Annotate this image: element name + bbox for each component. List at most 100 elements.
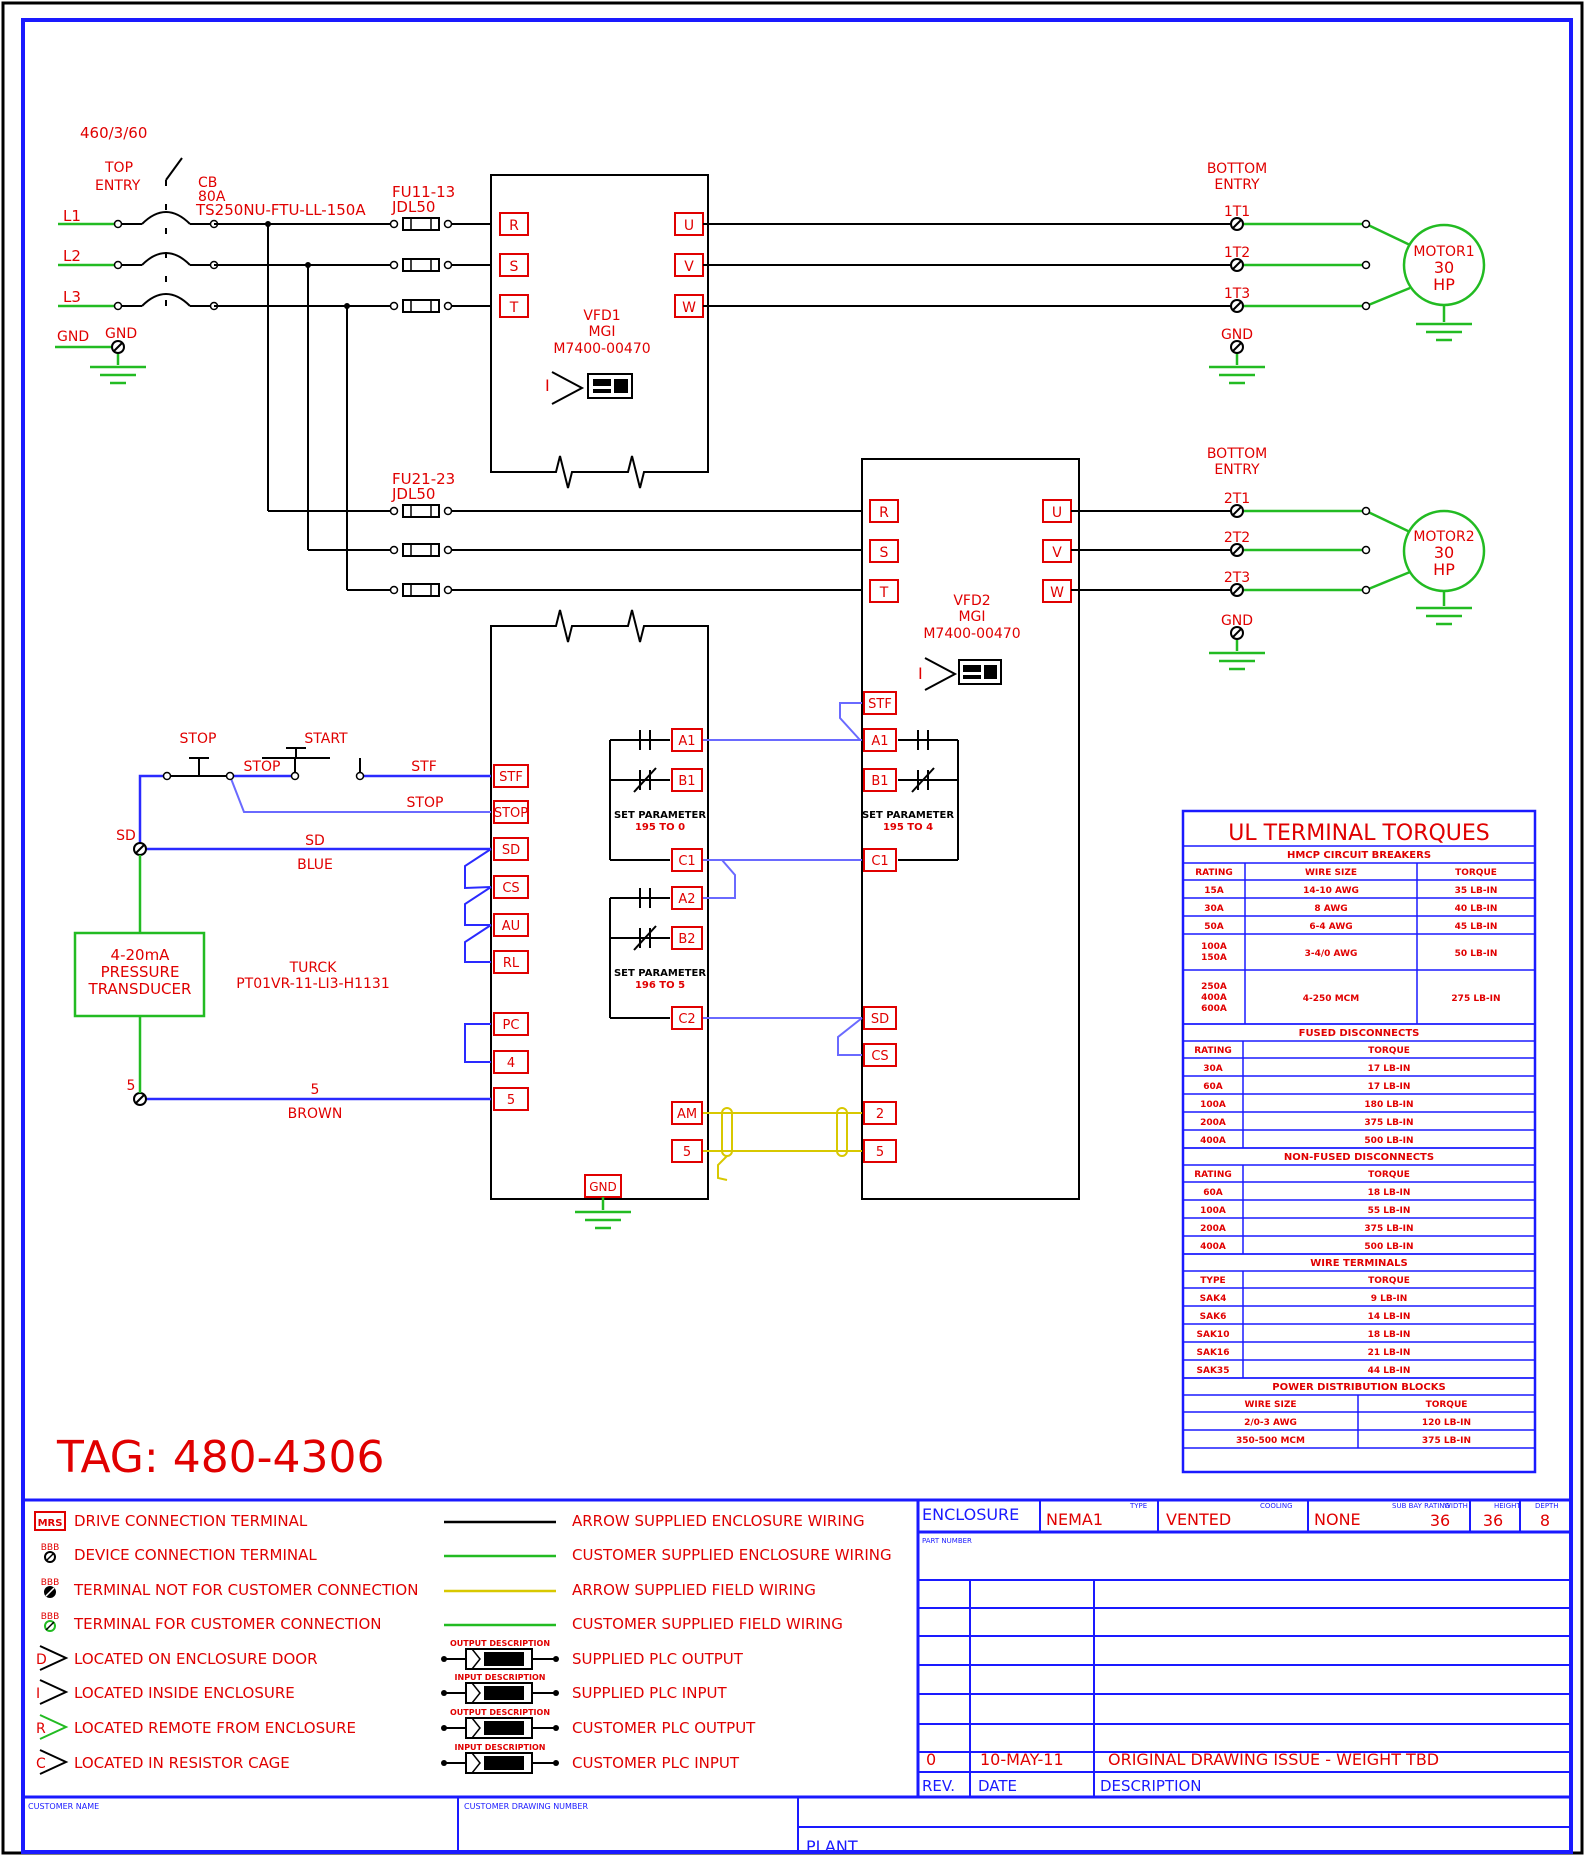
vfd1-relay-4-box: [671, 926, 703, 950]
pressure-transducer: [73, 931, 206, 1018]
torque-s1-r0-c1: 14-10 AWG: [1303, 886, 1359, 896]
legend-left-5: LOCATED INSIDE ENCLOSURE: [74, 1684, 295, 1702]
legend-left-0: DRIVE CONNECTION TERMINAL: [74, 1512, 308, 1530]
legend-right-4: SUPPLIED PLC OUTPUT: [572, 1650, 744, 1668]
motor2-entry-2: ENTRY: [1214, 462, 1260, 478]
motor2-name: MOTOR2: [1413, 529, 1474, 545]
wire5-color: BROWN: [288, 1106, 343, 1122]
torque-s3-r3-c0: 400A: [1200, 1242, 1226, 1252]
motor1: [1402, 223, 1486, 307]
vfd2-term-w: W: [1050, 585, 1064, 601]
transducer-l1: 4-20mA: [111, 946, 171, 964]
vfd2-five-term: 5: [876, 1145, 884, 1160]
legend-left-7: LOCATED IN RESISTOR CAGE: [74, 1754, 290, 1772]
torque-s4-r0-c0: SAK4: [1200, 1294, 1227, 1304]
torque-s4-r4-c1: 44 LB-IN: [1368, 1366, 1411, 1376]
torque-s1-r0-c0: 15A: [1204, 886, 1224, 896]
line-l2-label: L2: [63, 247, 81, 265]
vfd2-term-u: U: [1052, 505, 1062, 521]
tb-customer-dwg-label: CUSTOMER DRAWING NUMBER: [464, 1802, 588, 1811]
vfd2-term-r: R: [879, 505, 889, 521]
torque-s4-r4-c0: SAK35: [1197, 1366, 1230, 1376]
cb-amps: 80A: [198, 189, 226, 205]
torque-s2-r0-c0: 30A: [1203, 1064, 1223, 1074]
vfd1-relay-3-box: [671, 886, 703, 910]
torque-s4-r0-c1: 9 LB-IN: [1371, 1294, 1408, 1304]
stop-wire: [229, 775, 491, 813]
legend-bbb-1: BBB: [41, 1578, 60, 1588]
tb-plant: PLANT: [806, 1837, 858, 1856]
legend-plc-desc-0: OUTPUT DESCRIPTION: [450, 1639, 550, 1648]
tb-rev-header: REV.: [922, 1777, 955, 1795]
tb-enclosure: ENCLOSURE: [922, 1505, 1019, 1524]
vfd1-am-term-box: [671, 1101, 703, 1125]
vfd2-sd-term-box: [863, 1006, 897, 1030]
fuses2-tag: FU21-23: [392, 470, 455, 488]
legend-loc-letter-3: C: [36, 1756, 46, 1772]
vfd2-term-v: V: [1052, 545, 1062, 561]
vfd1-term-v: V: [684, 259, 694, 275]
vfd1-ctrl-term-7-box: [493, 1050, 529, 1074]
legend-right-7: CUSTOMER PLC INPUT: [572, 1754, 740, 1772]
motor2-term-2: 2T2: [1224, 530, 1250, 546]
line-l1-label: L1: [63, 207, 81, 225]
transducer-l3: TRANSDUCER: [88, 980, 192, 998]
torque-s1-r2-c0: 50A: [1204, 922, 1224, 932]
legend-left-1: DEVICE CONNECTION TERMINAL: [74, 1546, 317, 1564]
jumper-wiring: [464, 848, 492, 1063]
legend-right-0: ARROW SUPPLIED ENCLOSURE WIRING: [572, 1512, 865, 1530]
torque-s4-r3-c1: 21 LB-IN: [1368, 1348, 1411, 1358]
torque-s4-r1-c0: SAK6: [1200, 1312, 1227, 1322]
vfd1-gnd-label: GND: [589, 1180, 617, 1194]
tb-subbay-label: SUB BAY RATING: [1392, 1502, 1450, 1510]
torque-s1-r1-c0: 30A: [1204, 904, 1224, 914]
torque-s3-r2-c0: 200A: [1200, 1224, 1226, 1234]
vfd1-relay-0: A1: [678, 734, 695, 749]
legend-loc-arrow-2: [39, 1714, 69, 1740]
tb-desc-header: DESCRIPTION: [1100, 1777, 1202, 1795]
vfd2-name: VFD2: [953, 593, 990, 609]
torque-s1-r4-c1: 4-250 MCM: [1303, 994, 1359, 1004]
torque-s1-r2-c2: 45 LB-IN: [1455, 922, 1498, 932]
tb-rev: 0: [926, 1750, 936, 1769]
stf-wire-label: STF: [411, 759, 437, 775]
torque-s4-col-1: TORQUE: [1368, 1276, 1410, 1286]
torque-s5-col-0: WIRE SIZE: [1245, 1400, 1297, 1410]
torque-s4-header: WIRE TERMINALS: [1310, 1258, 1407, 1269]
torque-s2-r1-c1: 17 LB-IN: [1368, 1082, 1411, 1092]
vfd1-ctrl-term-5: RL: [503, 956, 520, 971]
motor2-term-1: 2T1: [1224, 491, 1250, 507]
vfd2-location: I: [918, 664, 923, 683]
legend-right-6: CUSTOMER PLC OUTPUT: [572, 1719, 756, 1737]
drawing-frame: [21, 18, 1573, 1854]
vfd1-relay-5: C2: [678, 1012, 695, 1027]
turck-brand: TURCK: [289, 960, 338, 976]
vfd1-ctrl-term-3: CS: [502, 881, 519, 896]
torque-s3-r0-c1: 18 LB-IN: [1368, 1188, 1411, 1198]
torque-s1-r0-c2: 35 LB-IN: [1455, 886, 1498, 896]
vfd1-relay-1: B1: [678, 774, 695, 789]
legend-bbb-0: BBB: [41, 1543, 60, 1553]
title-block-grid: [23, 1500, 1571, 1852]
drawing-tag: TAG: 480-4306: [56, 1432, 385, 1483]
vfd1-relay-2-box: [671, 848, 703, 872]
torque-s2-col-1: TORQUE: [1368, 1046, 1410, 1056]
motor-field-wiring: [1235, 222, 1446, 651]
vfd1-am-term: AM: [677, 1107, 697, 1122]
torque-s2-col-0: RATING: [1194, 1046, 1232, 1056]
vfd1-maker: MGI: [588, 324, 615, 340]
vfd2-stf-term-box: [863, 691, 897, 715]
legend-loc-letter-0: D: [36, 1652, 47, 1668]
torque-s2-r0-c1: 17 LB-IN: [1368, 1064, 1411, 1074]
legend-right-2: ARROW SUPPLIED FIELD WIRING: [572, 1581, 816, 1599]
transducer-l2: PRESSURE: [101, 963, 180, 981]
vfd2-maker: MGI: [958, 609, 985, 625]
tb-depth-label: DEPTH: [1535, 1502, 1559, 1510]
vfd1-param2-l1: SET PARAMETER: [614, 968, 706, 979]
turck-model: PT01VR-11-LI3-H1131: [236, 976, 390, 992]
motor2-hp-value: 30: [1434, 543, 1454, 562]
legend-loc-letter-2: R: [36, 1721, 46, 1737]
legend-bbb-2: BBB: [41, 1612, 60, 1622]
